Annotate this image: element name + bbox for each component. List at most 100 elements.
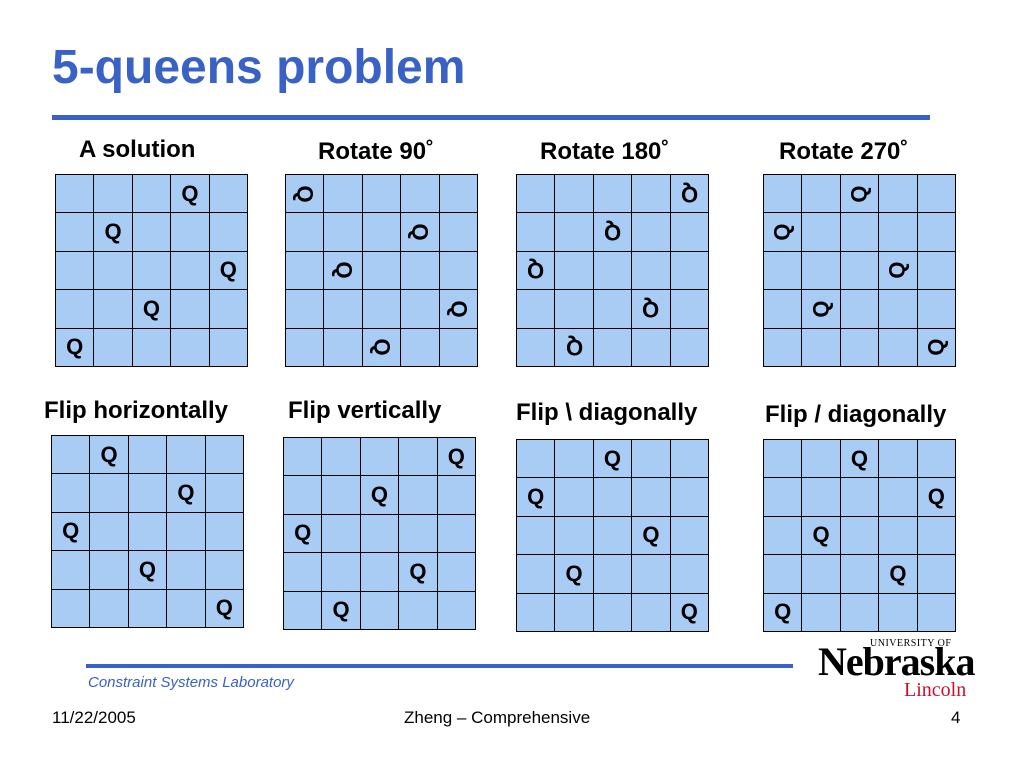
board-cell <box>517 555 556 594</box>
footer-presenter: Zheng – Comprehensive <box>404 708 591 727</box>
board-cell <box>322 553 361 592</box>
board-cell: Q <box>555 555 594 594</box>
board-cell: Q <box>437 438 476 477</box>
board-cell <box>209 213 248 252</box>
board-cell <box>284 476 323 515</box>
board-cell: Q <box>360 476 400 515</box>
board-cell: Q <box>399 553 438 592</box>
board-cell <box>555 440 594 479</box>
board-cell <box>517 290 556 329</box>
board-cell <box>879 290 918 329</box>
board-cell <box>917 251 956 291</box>
board-cell: Q <box>517 251 556 291</box>
board-cell: Q <box>879 251 918 291</box>
board-cell <box>324 175 363 214</box>
board-cell <box>399 514 438 554</box>
logo-university-of: UNIVERSITY OF <box>870 638 952 649</box>
board-cell: Q <box>205 589 244 628</box>
queen-icon: Q <box>680 181 698 207</box>
chessboard: Q Q Q Q Q <box>516 174 709 367</box>
board-cell <box>56 213 95 252</box>
queen-icon: Q <box>527 258 545 284</box>
board-cell <box>840 593 880 632</box>
board-cell: Q <box>128 551 168 590</box>
panel-label: Flip horizontally <box>44 397 228 424</box>
board-cell <box>209 328 248 367</box>
board-cell <box>439 213 478 252</box>
queen-icon: Q <box>927 484 945 510</box>
board-cell <box>632 175 671 214</box>
board-cell <box>401 251 440 291</box>
board-cell <box>167 551 206 590</box>
board-cell <box>764 478 803 517</box>
board-cell <box>362 213 402 252</box>
board-cell <box>517 440 556 479</box>
board-cell <box>879 440 918 479</box>
board-cell <box>840 555 880 594</box>
board-cell: Q <box>840 175 880 214</box>
queen-icon: Q <box>642 296 660 322</box>
board-cell <box>56 290 95 329</box>
queen-icon: Q <box>215 595 233 621</box>
board-cell <box>632 593 671 632</box>
board-cell: Q <box>593 213 633 252</box>
queen-icon: Q <box>808 300 834 318</box>
queen-icon: Q <box>409 558 427 584</box>
board-cell <box>286 251 325 291</box>
board-cell <box>917 290 956 329</box>
queen-icon: Q <box>370 482 389 508</box>
board-cell <box>670 328 709 367</box>
panel-label: Flip vertically <box>288 397 442 424</box>
board-cell <box>517 593 556 632</box>
board-cell <box>555 478 594 517</box>
board-cell <box>132 175 172 214</box>
board-cell: Q <box>555 328 594 367</box>
board-cell <box>52 436 91 475</box>
board-cell: Q <box>764 213 803 252</box>
board-cell <box>802 478 841 517</box>
slide-title: 5-queens problem <box>52 41 466 94</box>
queen-icon: Q <box>104 219 122 245</box>
queen-icon: Q <box>565 335 583 361</box>
queen-icon: Q <box>603 220 622 246</box>
board-cell: Q <box>324 251 363 291</box>
board-cell <box>52 551 91 590</box>
panel-label: Rotate 180˚ <box>540 138 670 165</box>
footer-date: 11/22/2005 <box>52 708 136 727</box>
board-cell <box>593 290 633 329</box>
logo-lincoln: Lincoln <box>904 679 967 701</box>
board-cell <box>439 251 478 291</box>
panel-label: Flip / diagonally <box>765 401 947 428</box>
queen-icon: Q <box>292 185 318 203</box>
board-cell <box>593 251 633 291</box>
board-cell <box>632 328 671 367</box>
board-cell <box>94 175 133 214</box>
board-cell <box>167 512 206 552</box>
board-cell: Q <box>593 440 633 479</box>
board-cell <box>879 478 918 517</box>
board-cell <box>399 591 438 630</box>
queen-icon: Q <box>603 445 622 471</box>
board-cell <box>322 438 361 477</box>
board-cell <box>362 175 402 214</box>
board-cell <box>52 589 91 628</box>
queen-icon: Q <box>884 261 910 280</box>
board-cell <box>764 290 803 329</box>
panel-label: Rotate 90˚ <box>318 138 435 165</box>
board-cell <box>94 290 133 329</box>
queen-icon: Q <box>138 556 157 582</box>
queen-icon: Q <box>889 560 907 586</box>
board-cell: Q <box>322 591 361 630</box>
board-cell <box>840 516 880 556</box>
board-cell <box>917 175 956 214</box>
footer-divider <box>86 664 793 668</box>
board-cell: Q <box>670 593 709 632</box>
board-cell <box>171 213 210 252</box>
board-cell <box>802 328 841 367</box>
board-cell <box>437 591 476 630</box>
